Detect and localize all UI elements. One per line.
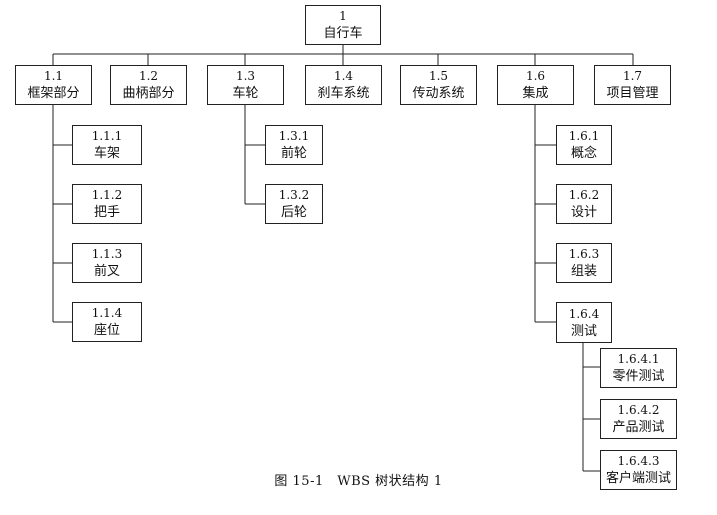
node-label: 座位 [93,323,120,338]
node-code: 1.6.4.2 [617,403,660,417]
node-code: 1.6.4.1 [617,352,660,366]
wbs-node-1-1-1: 1.1.1 车架 [72,125,142,165]
wbs-node-1-1-4: 1.1.4 座位 [72,302,142,342]
node-label: 集成 [522,86,549,101]
wbs-node-1-3: 1.3 车轮 [207,65,284,105]
wbs-node-1-3-1: 1.3.1 前轮 [265,125,323,165]
node-code: 1.2 [138,69,159,83]
node-label: 框架部分 [27,86,80,101]
node-code: 1.6.3 [568,247,600,261]
wbs-node-1-1: 1.1 框架部分 [15,65,92,105]
node-code: 1.3 [235,69,256,83]
node-label: 项目管理 [606,86,659,101]
wbs-node-1-7: 1.7 项目管理 [594,65,671,105]
wbs-node-1-6-4-3: 1.6.4.3 客户端测试 [600,450,677,490]
wbs-node-1-6-4-1: 1.6.4.1 零件测试 [600,348,677,388]
node-code: 1.3.2 [278,188,310,202]
node-label: 传动系统 [412,86,465,101]
node-label: 后轮 [280,205,307,220]
node-code: 1.6 [525,69,546,83]
node-label: 前叉 [93,264,120,279]
node-code: 1.3.1 [278,129,310,143]
node-label: 组装 [570,264,597,279]
node-code: 1.7 [622,69,643,83]
node-label: 刹车系统 [317,86,370,101]
node-label: 零件测试 [612,369,665,384]
node-code: 1.6.2 [568,188,600,202]
wbs-node-1-6-2: 1.6.2 设计 [556,184,612,224]
node-label: 概念 [570,146,597,161]
wbs-node-1-1-2: 1.1.2 把手 [72,184,142,224]
wbs-node-1-6-4: 1.6.4 测试 [556,302,612,343]
node-code: 1.6.1 [568,129,600,143]
node-code: 1.1.4 [91,306,123,320]
node-code: 1.4 [333,69,354,83]
wbs-node-1-6-1: 1.6.1 概念 [556,125,612,165]
wbs-node-1-3-2: 1.3.2 后轮 [265,184,323,224]
wbs-node-root: 1 自行车 [305,5,381,45]
node-label: 曲柄部分 [122,86,175,101]
wbs-node-1-6: 1.6 集成 [497,65,574,105]
node-label: 前轮 [280,146,307,161]
wbs-node-1-6-4-2: 1.6.4.2 产品测试 [600,399,677,439]
node-label: 车轮 [232,86,259,101]
node-label: 自行车 [323,26,363,41]
node-label: 产品测试 [612,420,665,435]
node-code: 1.6.4 [568,306,600,321]
wbs-node-1-1-3: 1.1.3 前叉 [72,243,142,283]
node-label: 设计 [570,205,597,220]
node-label: 车架 [93,146,120,161]
wbs-node-1-2: 1.2 曲柄部分 [110,65,187,105]
node-code: 1.5 [428,69,449,83]
node-code: 1.1.2 [91,188,123,202]
wbs-node-1-5: 1.5 传动系统 [400,65,477,105]
node-label: 客户端测试 [605,471,671,486]
figure-caption: 图 15-1 WBS 树状结构 1 [274,474,443,489]
wbs-node-1-4: 1.4 刹车系统 [305,65,382,105]
node-code: 1.1.3 [91,247,123,261]
node-code: 1.1 [43,69,64,83]
node-label: 测试 [570,323,597,339]
node-code: 1 [339,9,347,23]
node-code: 1.1.1 [91,129,123,143]
wbs-node-1-6-3: 1.6.3 组装 [556,243,612,283]
node-label: 把手 [93,205,120,220]
node-code: 1.6.4.3 [617,454,660,468]
